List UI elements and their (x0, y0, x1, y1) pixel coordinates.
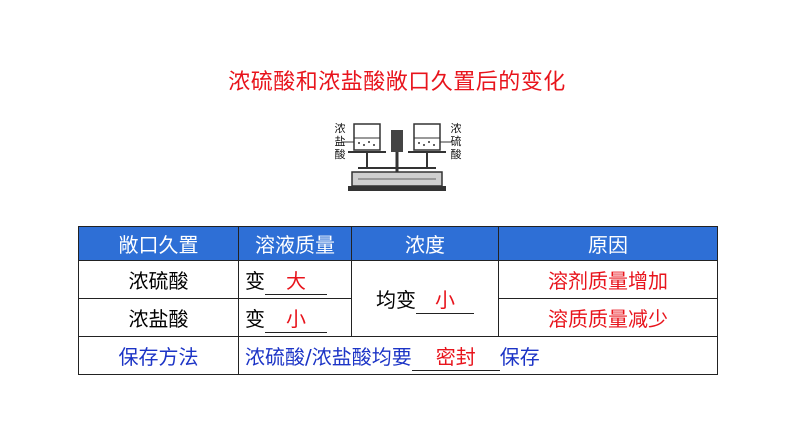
mass-answer: 小 (265, 303, 327, 333)
mass-cell: 变大 (238, 260, 352, 299)
header-cell: 原因 (498, 226, 718, 261)
substance-name: 浓硫酸 (78, 260, 239, 299)
reason-cell: 溶质质量减少 (498, 298, 718, 337)
header-cell: 溶液质量 (238, 226, 352, 261)
balance-illustration: 浓盐酸 浓硫酸 (328, 116, 466, 196)
concentration-prefix: 均变 (376, 287, 416, 312)
storage-suffix: 保存 (499, 344, 540, 369)
table-row: 浓硫酸 变大 均变小 溶剂质量增加 (78, 260, 718, 337)
concentration-answer: 小 (416, 284, 474, 314)
mass-cell: 变小 (238, 298, 352, 337)
mass-prefix: 变 (245, 306, 265, 331)
storage-cell: 浓硫酸/浓盐酸均要密封保存 (238, 336, 718, 375)
storage-prefix: 浓硫酸/浓盐酸均要 (245, 344, 412, 369)
storage-label: 保存方法 (78, 336, 239, 375)
storage-answer: 密封 (411, 341, 500, 371)
table-row: 保存方法 浓硫酸/浓盐酸均要密封保存 (78, 336, 718, 375)
comparison-table: 敞口久置 溶液质量 浓度 原因 浓硫酸 变大 均变小 溶剂质量增加 浓盐酸 变小… (78, 226, 718, 375)
table-header-row: 敞口久置 溶液质量 浓度 原因 (78, 226, 718, 261)
right-beaker-label: 浓硫酸 (450, 122, 462, 161)
substance-name: 浓盐酸 (78, 298, 239, 337)
left-beaker-label: 浓盐酸 (334, 122, 346, 161)
header-cell: 浓度 (351, 226, 499, 261)
mass-prefix: 变 (245, 268, 265, 293)
reason-cell: 溶剂质量增加 (498, 260, 718, 299)
balance-icon (342, 123, 452, 191)
concentration-cell: 均变小 (351, 260, 499, 337)
mass-answer: 大 (265, 265, 327, 295)
page-title: 浓硫酸和浓盐酸敞口久置后的变化 (228, 70, 566, 95)
header-cell: 敞口久置 (78, 226, 239, 261)
table-row: 浓盐酸 变小 溶质质量减少 (78, 298, 718, 337)
